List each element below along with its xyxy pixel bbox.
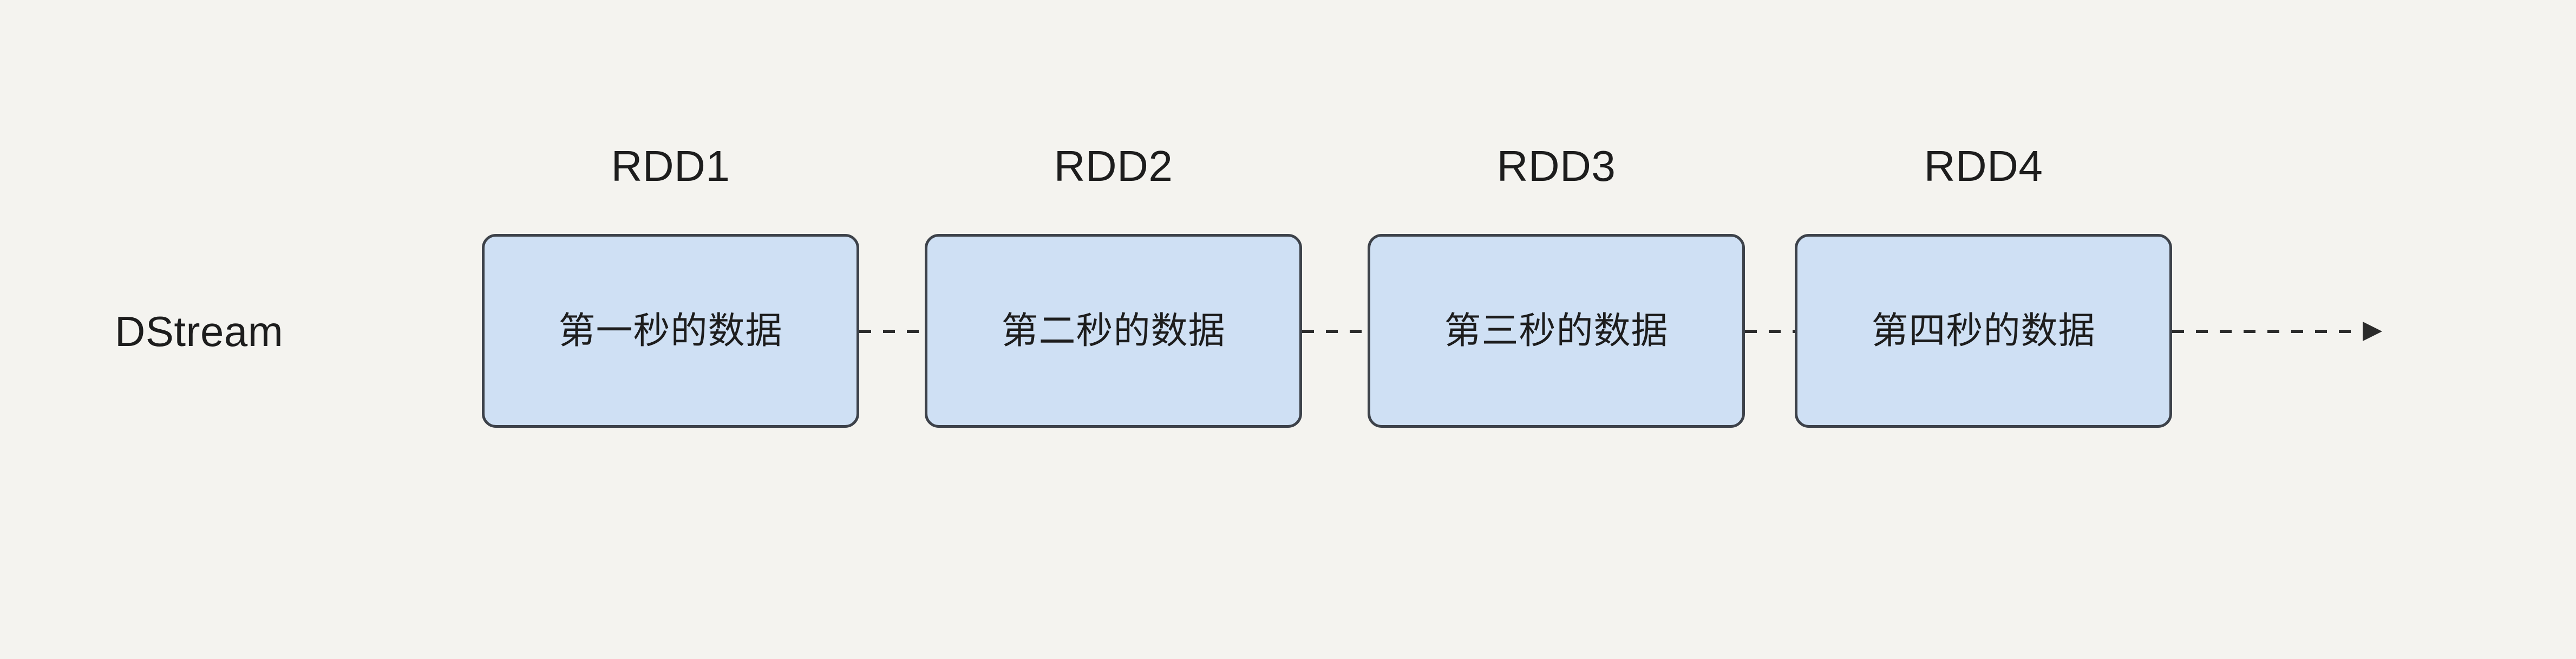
connector-1-2 [859, 330, 925, 333]
rdd-box-1[interactable]: 第一秒的数据 [482, 234, 859, 428]
rdd-caption-3: RDD3 [1496, 142, 1616, 190]
rdd-caption-2: RDD2 [1054, 142, 1173, 190]
rdd-caption-1: RDD1 [611, 142, 730, 190]
rdd-box-4[interactable]: 第四秒的数据 [1795, 234, 2172, 428]
rdd-box-label-4: 第四秒的数据 [1871, 310, 2096, 351]
rdd-box-3[interactable]: 第三秒的数据 [1368, 234, 1745, 428]
rdd-caption-4: RDD4 [1924, 142, 2043, 190]
rdd-box-label-3: 第三秒的数据 [1444, 310, 1669, 351]
connector-3-4 [1745, 330, 1795, 333]
rdd-box-label-2: 第二秒的数据 [1001, 310, 1226, 351]
trailing-dashed-arrow-icon [2172, 316, 2389, 348]
dstream-row-label: DStream [115, 307, 284, 355]
rdd-box-2[interactable]: 第二秒的数据 [925, 234, 1302, 428]
connector-2-3 [1302, 330, 1368, 333]
rdd-box-label-1: 第一秒的数据 [558, 310, 783, 351]
